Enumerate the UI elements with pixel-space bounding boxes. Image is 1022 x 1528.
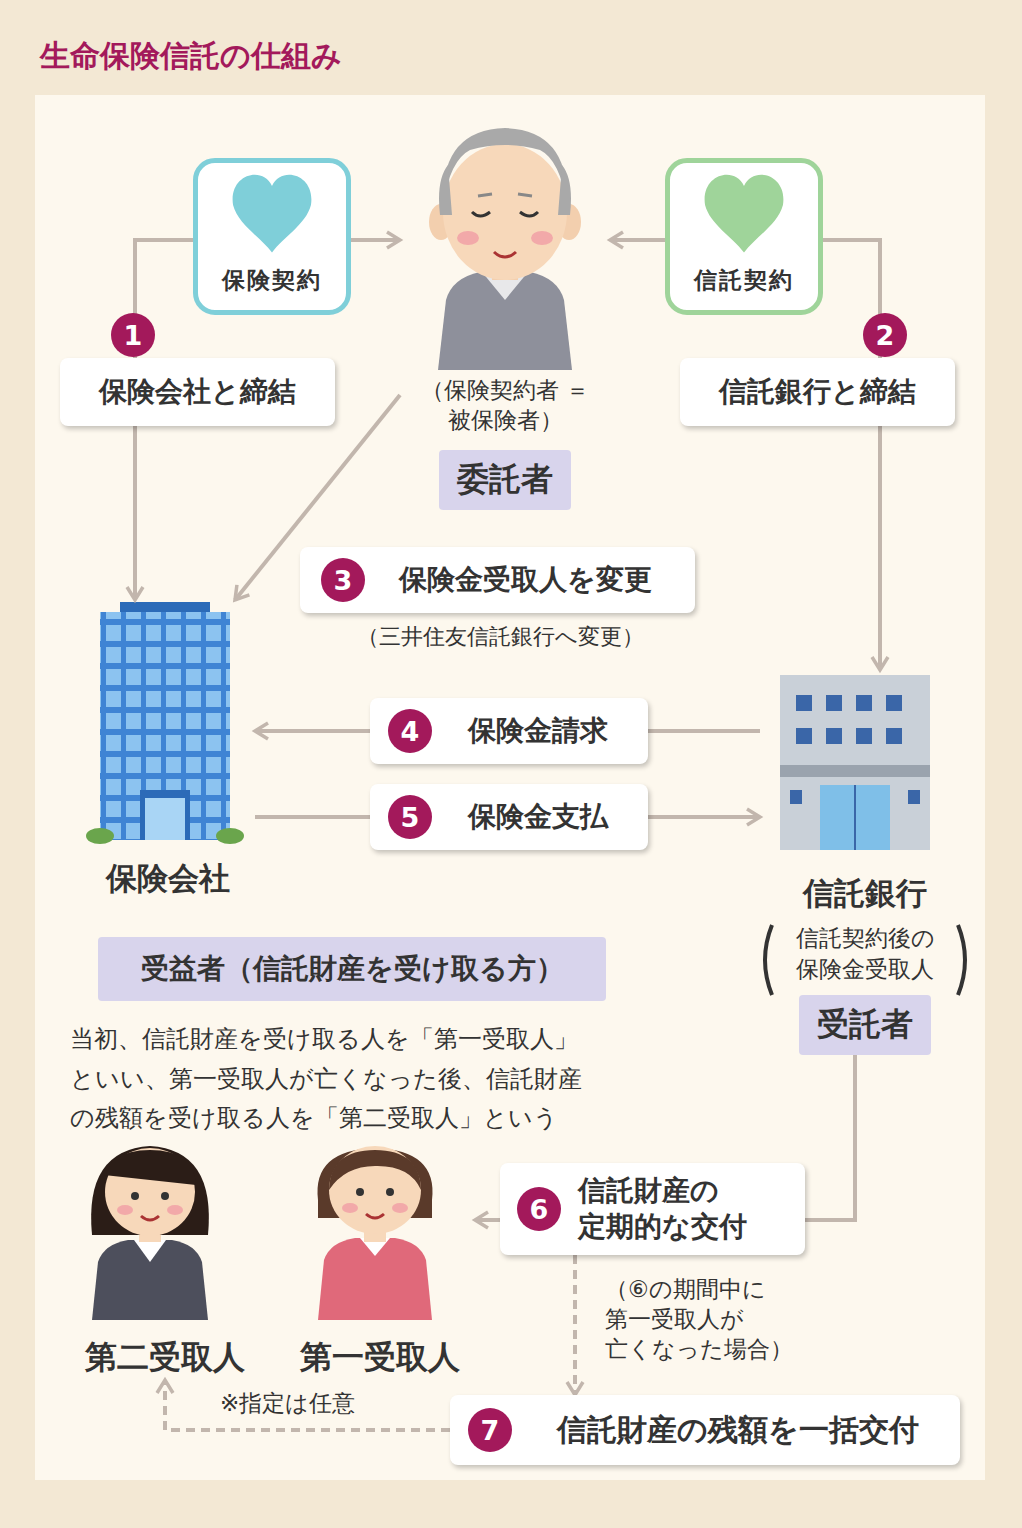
callout-number: 3 [321,558,365,602]
node-text: 保険金請求 [468,712,608,750]
person-node: 第一受取人 [285,1140,475,1380]
note-text: ※指定は任意 [220,1388,420,1419]
callout-number: 6 [517,1187,561,1231]
node-text: 委託者 [439,450,571,510]
node-text: （保険契約者 ＝被保険者） [405,376,605,436]
node-text: 第一受取人 [300,1336,460,1380]
callout-number: 5 [388,795,432,839]
connector [475,1218,500,1222]
connector [648,729,760,733]
bank-building [780,675,930,850]
woman-first [317,1146,432,1320]
connector [573,1255,577,1395]
step-box: 保険会社と締結 [60,358,335,426]
step-box: 信託財産の残額を一括交付 [450,1395,960,1465]
callout-number: 1 [111,313,155,357]
node-text: 保険契約 [222,265,322,296]
building-node: 信託銀行信託契約後の 保険金受取人受託者 [760,670,970,1055]
node-text: 信託財産の残額を一括交付 [557,1410,919,1451]
connector [648,815,760,819]
connector [351,238,400,242]
note-text: （三井住友信託銀行へ変更） [300,622,700,652]
label-band: 受益者（信託財産を受け取る方） [98,937,606,1001]
diagram-title: 生命保険信託の仕組み [40,36,342,77]
node-text: 受託者 [799,995,931,1055]
note-text: （⑥の期間中に 第一受取人が 亡くなった場合） [605,1275,820,1365]
note-text: 当初、信託財産を受け取る人を「第一受取人」 といい、第一受取人が亡くなった後、信… [70,1020,650,1139]
old-man [429,128,581,370]
step-box: 信託銀行と締結 [680,358,955,426]
person-node: （保険契約者 ＝被保険者） 委託者 [400,110,610,510]
person-node: 第二受取人 [65,1140,265,1380]
node-text: 信託銀行 [803,873,927,915]
node-text: 保険会社と締結 [99,373,296,411]
building-node: 保険会社 [80,600,255,900]
node-text: 保険金支払 [468,798,608,836]
connector [255,729,370,733]
connector [878,426,882,670]
node-text: 信託契約 [694,265,794,296]
node-text: 信託契約後の 保険金受取人 [775,923,955,985]
node-text: 受益者（信託財産を受け取る方） [141,950,564,988]
node-text: 保険会社 [106,858,230,900]
node-text: 信託財産の 定期的な交付 [578,1173,738,1246]
connector [165,1380,450,1430]
contract-box: 保険契約 [193,158,351,315]
contract-box: 信託契約 [665,158,823,315]
woman-second [91,1146,209,1320]
callout-number: 7 [468,1408,512,1452]
connector [805,1055,855,1220]
callout-number: 2 [863,313,907,357]
callout-number: 4 [388,709,432,753]
node-text: 保険金受取人を変更 [399,561,652,599]
connector [610,238,665,242]
node-text: 信託銀行と締結 [719,373,916,411]
tower-building [86,602,244,844]
node-text: 第二受取人 [85,1336,245,1380]
connector [133,426,137,600]
connector [255,815,370,819]
